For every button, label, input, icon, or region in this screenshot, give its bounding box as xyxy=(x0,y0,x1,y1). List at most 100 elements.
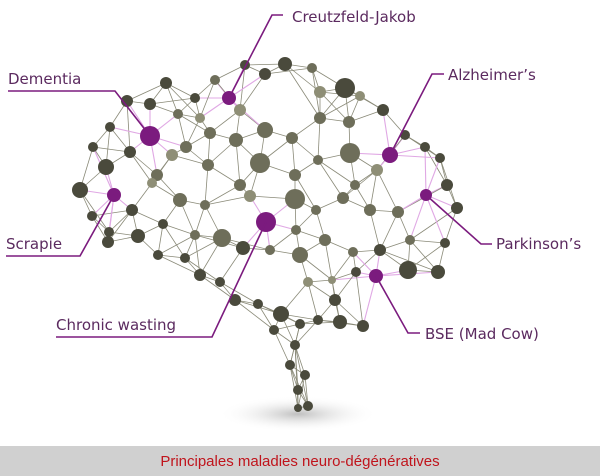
leader-parkinsons xyxy=(425,194,492,245)
label-bse-mad-cow: BSE (Mad Cow) xyxy=(425,325,539,343)
network-node xyxy=(173,109,183,119)
network-edge xyxy=(342,169,378,199)
network-node xyxy=(87,211,97,221)
network-node xyxy=(126,204,138,216)
network-node xyxy=(202,159,214,171)
network-node xyxy=(300,370,310,380)
network-edge xyxy=(317,159,356,186)
network-node xyxy=(244,190,256,202)
leader-bse-mad-cow xyxy=(375,275,420,334)
network-edge xyxy=(284,63,321,119)
network-edge xyxy=(324,239,333,281)
network-edge xyxy=(425,194,446,244)
network-node xyxy=(200,200,210,210)
network-node xyxy=(311,205,321,215)
network-node xyxy=(290,340,300,350)
network-node xyxy=(307,63,317,73)
network-edge xyxy=(444,207,458,244)
network-node xyxy=(151,169,163,181)
network-edge xyxy=(228,73,266,99)
network-node xyxy=(229,294,241,306)
network-node xyxy=(392,206,404,218)
network-node xyxy=(333,315,347,329)
network-node xyxy=(337,192,349,204)
network-edge xyxy=(409,239,446,244)
network-node xyxy=(289,169,301,181)
network-node xyxy=(253,299,263,309)
network-node xyxy=(364,204,376,216)
network-node xyxy=(329,294,341,306)
network-edge xyxy=(317,117,321,161)
network-edge xyxy=(317,159,344,199)
network-edge xyxy=(289,364,299,409)
network-node xyxy=(357,320,369,332)
network-node xyxy=(313,155,323,165)
network-edge xyxy=(319,91,350,123)
network-edge xyxy=(129,151,153,184)
network-node xyxy=(355,91,365,101)
network-edge xyxy=(194,204,206,236)
network-edge xyxy=(157,223,164,256)
network-edge xyxy=(273,329,291,366)
network-edge xyxy=(235,139,241,186)
network-edge xyxy=(304,374,309,407)
network-node xyxy=(234,179,246,191)
leader-creutzfeld-jakob xyxy=(228,14,283,99)
network-node xyxy=(285,189,305,209)
network-node xyxy=(153,250,163,260)
network-node xyxy=(269,325,279,335)
network-edge xyxy=(126,82,167,102)
network-node xyxy=(72,182,88,198)
network-node xyxy=(431,265,445,279)
network-edge xyxy=(409,207,458,241)
network-node xyxy=(190,93,200,103)
network-edge xyxy=(92,146,131,153)
network-edge xyxy=(389,154,441,159)
network-node xyxy=(328,276,336,284)
network-edge xyxy=(204,184,241,206)
network-edge xyxy=(376,169,399,213)
network-edge xyxy=(409,194,427,241)
network-node xyxy=(292,247,308,263)
network-nodes xyxy=(72,57,463,412)
network-node xyxy=(294,404,302,412)
network-edge xyxy=(199,79,216,119)
network-edge xyxy=(294,174,317,211)
network-edge xyxy=(424,146,448,186)
caption-bar: Principales maladies neuro-dégénératives xyxy=(0,446,600,476)
network-node xyxy=(313,315,323,325)
network-edge xyxy=(204,164,209,206)
network-node xyxy=(351,267,361,277)
network-edge xyxy=(424,146,427,196)
network-edge xyxy=(107,209,133,243)
network-node xyxy=(121,95,133,107)
network-node xyxy=(343,116,355,128)
brain-network-diagram: Creutzfeld-Jakob Dementia Alzheimer’s Sc… xyxy=(6,8,581,432)
network-edge xyxy=(362,275,377,327)
network-edge xyxy=(294,344,299,409)
network-edge xyxy=(228,97,266,131)
network-node xyxy=(335,78,355,98)
network-node xyxy=(102,236,114,248)
network-node xyxy=(286,132,298,144)
network-node xyxy=(144,98,156,110)
network-edge xyxy=(291,137,296,176)
network-edge xyxy=(334,299,364,327)
figure-caption: Principales maladies neuro-dégénératives xyxy=(160,452,440,470)
network-node xyxy=(160,77,172,89)
network-edge xyxy=(355,271,364,327)
network-edge xyxy=(171,154,209,166)
network-edge xyxy=(162,223,186,259)
network-node xyxy=(229,133,243,147)
network-node xyxy=(374,244,386,256)
network-node xyxy=(88,142,98,152)
network-node xyxy=(303,401,313,411)
leader-alzheimers xyxy=(389,73,444,156)
label-dementia: Dementia xyxy=(8,70,81,88)
network-edge xyxy=(369,169,378,211)
network-node xyxy=(158,219,168,229)
network-node xyxy=(180,253,190,263)
network-node xyxy=(348,247,358,257)
network-node xyxy=(195,113,205,123)
network-edge xyxy=(239,73,266,111)
